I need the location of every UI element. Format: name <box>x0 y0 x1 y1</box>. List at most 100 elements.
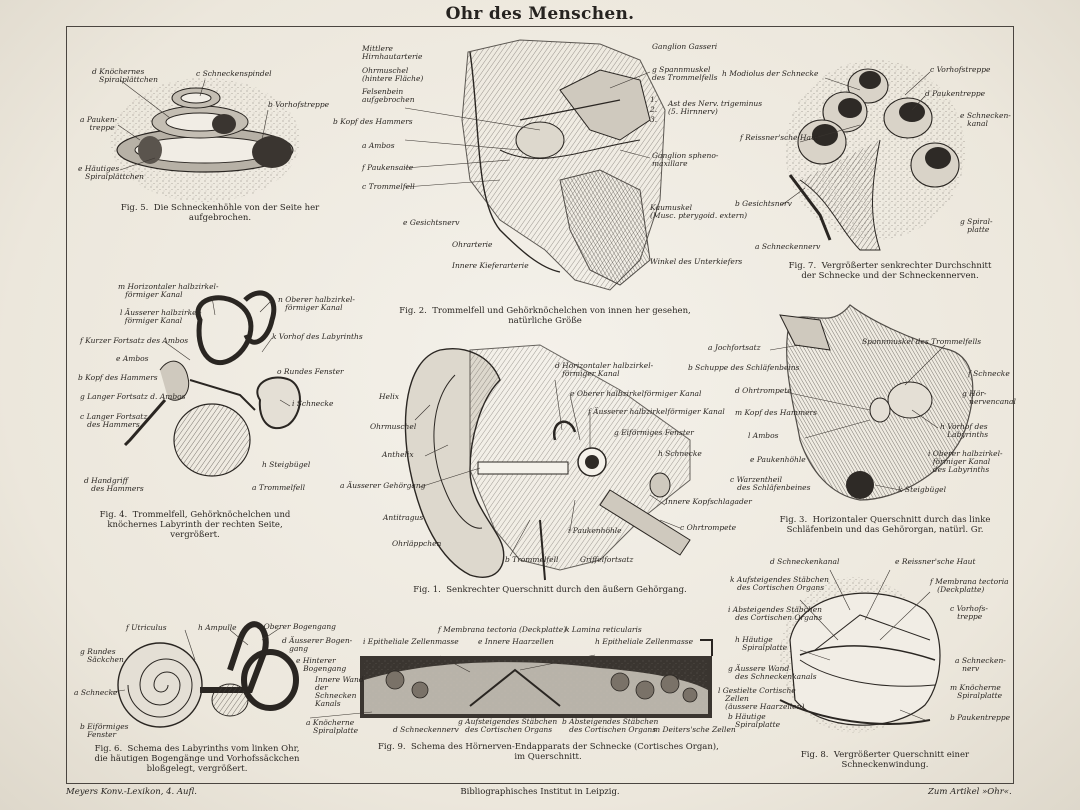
fig1-label-b: b Trommelfell <box>505 555 559 564</box>
fig8-caption: Fig. 8. Vergrößerter Querschnitt einer S… <box>800 750 970 770</box>
fig2-label-r2: g Spannmuskel des Trommelfells <box>652 65 718 82</box>
fig1-label-a: a Äusserer Gehörgang <box>340 481 426 490</box>
fig3-label-g: g Hör- nervencanal <box>962 389 1016 406</box>
fig7-caption: Fig. 7. Vergrößerter senkrechter Durchsc… <box>788 261 992 281</box>
fig4-label-m: m Horizontaler halbzirkel- förmiger Kana… <box>118 282 219 299</box>
fig8-label-g: g Äussere Wand des Schneckenkanals <box>728 664 817 681</box>
fig8-label-e: e Reissner'sche Haut <box>895 557 976 566</box>
fig8-label-a: a Schnecken- nerv <box>955 656 1006 673</box>
fig3-label-h: h Vorhof des Labyrinths <box>940 422 989 439</box>
fig7-label-d: d Paukentreppe <box>925 89 986 98</box>
fig6-label-d: d Äusserer Bogen- gang <box>282 636 353 653</box>
fig9-label-a: a Knöcherne Spiralplatte <box>306 718 359 735</box>
fig3-label-e: e Paukenhöhle <box>750 455 806 464</box>
fig3-caption: Fig. 3. Horizontaler Querschnitt durch d… <box>779 515 991 535</box>
fig4-label-l: l Äusserer halbzirkel- förmiger Kanal <box>120 308 202 325</box>
fig2-label-n1: 1. <box>650 95 658 104</box>
fig2-label-l3: Felsenbein aufgebrochen <box>362 87 415 104</box>
fig2-label-l2: Ohrmuschel (hintere Fläche) <box>362 66 424 83</box>
fig4-drawing <box>123 290 301 477</box>
fig6-label-a: a Schnecke <box>74 688 118 697</box>
fig2-label-l8: e Gesichtsnerv <box>403 218 460 227</box>
fig4-label-c: c Langer Fortsatz des Hammers <box>80 412 148 429</box>
fig2-label-l1: Mittlere Hirnhautarterie <box>362 44 423 61</box>
fig4-label-b: b Kopf des Hammers <box>78 373 158 382</box>
fig3-label-f: f Schnecke <box>968 369 1010 378</box>
fig1-label-c: c Ohrtrompete <box>680 523 737 532</box>
fig1-label-e: e Oberer halbzirkelförmiger Kanal <box>570 389 702 398</box>
fig8-label-f: f Membrana tectoria (Deckplatte) <box>930 577 1009 594</box>
fig3-label-b: b Schuppe des Schläfenbeins <box>688 363 800 372</box>
fig4-label-i: i Schnecke <box>292 399 334 408</box>
fig9-label-g: g Aufsteigendes Stäbchen des Cortischen … <box>458 717 558 734</box>
fig5-label-a: a Pauken- treppe <box>80 115 118 132</box>
fig3-drawing <box>779 304 974 501</box>
fig2-label-r5: Kaumuskel (Musc. pterygoid. extern) <box>650 203 748 220</box>
fig4-caption: Fig. 4. Trommelfell, Gehörknöchelchen un… <box>99 510 291 540</box>
fig6-label-e: e Hinterer Bogengang <box>296 656 347 673</box>
fig7-label-g: g Spiral- platte <box>960 217 993 234</box>
fig2-label-r1: Ganglion Gasseri <box>652 42 718 51</box>
fig6-label-f: f Utriculus <box>126 623 167 632</box>
fig2-label-n3: 3. <box>650 115 658 124</box>
fig2-label-r4: Ganglion spheno- maxillare <box>652 151 719 168</box>
fig3-label-a: a Jochfortsatz <box>708 343 761 352</box>
fig3-label-i: i Oberer halbzirkel- förmiger Kanal des … <box>928 449 1003 474</box>
fig1-label-d: d Horizontaler halbzirkel- förmiger Kana… <box>555 361 654 378</box>
fig9-label-m: m Deiters'sche Zellen <box>653 725 736 734</box>
fig7-drawing <box>785 60 965 251</box>
fig9-label-e: e Innere Haarzellen <box>478 637 554 646</box>
fig1-label-i: i Paukenhöhle <box>568 526 622 535</box>
fig1-label-h: h Schnecke <box>658 449 702 458</box>
fig1-label-g: g Eiförmiges Fenster <box>614 428 694 437</box>
fig9-drawing <box>360 639 713 718</box>
fig9-label-f: f Membrana tectoria (Deckplatte) <box>438 625 567 634</box>
plate-frame <box>66 26 1014 784</box>
fig8-label-l: l Gestielte Cortische Zellen (äussere Ha… <box>718 686 805 711</box>
fig5-label-c: c Schneckenspindel <box>196 69 272 78</box>
fig9-label-wand: Innere Wand der Schnecken Kanals <box>315 675 364 708</box>
fig4-label-d: d Handgriff des Hammers <box>84 476 144 493</box>
fig2-label-l10: Innere Kieferarterie <box>452 261 529 270</box>
fig5-label-d: d Knöchernes Spiralplättchen <box>92 67 158 84</box>
fig4-label-a: a Trommelfell <box>252 483 306 492</box>
fig1-label-innere: Innere Kopfschlagader <box>665 497 752 506</box>
fig4-label-n: n Oberer halbzirkel- förmiger Kanal <box>278 295 355 312</box>
fig7-label-c: c Vorhofstreppe <box>930 65 991 74</box>
fig9-label-b: b Absteigendes Stäbchen des Cortischen O… <box>562 717 659 734</box>
fig2-label-r6: Winkel des Unterkiefers <box>650 257 743 266</box>
fig6-drawing <box>117 621 299 728</box>
fig3-label-k: k Steigbügel <box>898 485 946 494</box>
fig5-drawing <box>110 78 300 202</box>
fig1-label-griffel: Griffelfortsatz <box>580 555 634 564</box>
fig7-label-h: h Modiolus der Schnecke <box>722 69 819 78</box>
fig2-label-l4: b Kopf des Hammers <box>333 117 413 126</box>
fig2-drawing <box>461 39 666 291</box>
fig1-label-anthelix: Anthelix <box>382 450 414 459</box>
fig8-label-i: i Absteigendes Stäbchen des Cortischen O… <box>728 605 823 622</box>
fig3-label-c: c Warzentheil des Schläfenbeines <box>730 475 811 492</box>
fig2-label-l6: f Paukensaite <box>362 163 414 172</box>
fig2-label-l9: Ohrarterie <box>452 240 493 249</box>
leader-lines <box>111 71 946 721</box>
fig5-caption: Fig. 5. Die Schneckenhöhle von der Seite… <box>120 203 320 223</box>
fig4-label-e: e Ambos <box>116 354 149 363</box>
fig8-label-k: k Aufsteigendes Stäbchen des Cortischen … <box>730 575 829 592</box>
fig2-label-l7: c Trommelfell <box>362 182 415 191</box>
fig8-label-bh: b Häutige Spiralplatte <box>728 712 781 729</box>
fig6-caption: Fig. 6. Schema des Labyrinths vom linken… <box>94 744 300 774</box>
fig7-label-f: f Reissner'sche Haut <box>740 133 819 142</box>
fig5-label-b: b Vorhofstreppe <box>268 100 330 109</box>
fig2-caption: Fig. 2. Trommelfell und Gehörknöchelchen… <box>399 306 691 326</box>
fig8-label-d: d Schneckenkanal <box>770 557 840 566</box>
fig6-label-b: b Eiförmiges Fenster <box>80 722 129 739</box>
fig7-label-a: a Schneckennerv <box>755 242 821 251</box>
fig2-label-r3: Ast des Nerv. trigeminus (5. Hirnnerv) <box>668 99 763 116</box>
fig6-label-c: c Oberer Bogengang <box>257 622 336 631</box>
fig3-label-l: l Ambos <box>748 431 779 440</box>
footer-center: Bibliographisches Institut in Leipzig. <box>460 787 620 797</box>
fig4-label-g: g Langer Fortsatz d. Ambos <box>80 392 186 401</box>
fig1-caption: Fig. 1. Senkrechter Querschnitt durch de… <box>413 585 687 595</box>
fig6-label-g: g Rundes Säckchen <box>80 647 124 664</box>
